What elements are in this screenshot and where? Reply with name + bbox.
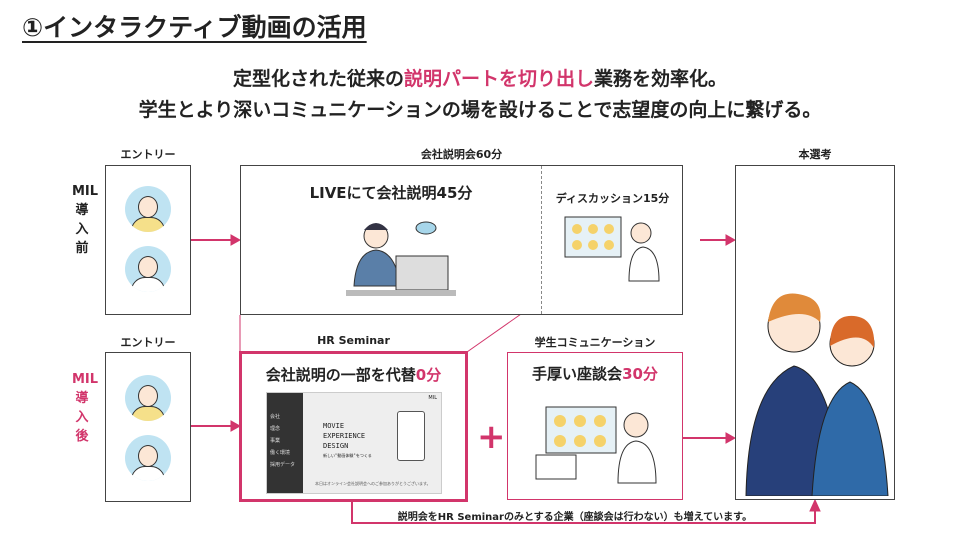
communication-box: 手厚い座談会30分 bbox=[507, 352, 683, 500]
hr-heading-highlight: 0分 bbox=[415, 366, 442, 384]
mockup-menu: 会社 理念 事業 働く環境 採用データ bbox=[267, 393, 303, 471]
mockup-menu-item: 会社 bbox=[270, 414, 281, 420]
entry-box-before bbox=[105, 165, 191, 315]
entry-box-after bbox=[105, 352, 191, 502]
entry-label: エントリー bbox=[120, 148, 176, 161]
comm-heading-highlight: 30分 bbox=[622, 365, 658, 383]
subtitle-line-1: 定型化された従来の説明パートを切り出し業務を効率化。 bbox=[0, 64, 960, 91]
hr-seminar-box: 会社説明の一部を代替0分 会社 理念 事業 働く環境 採用データ MIL MOV… bbox=[239, 351, 468, 502]
subtitle-text: 定型化された従来の bbox=[232, 68, 404, 90]
comm-heading: 手厚い座談会30分 bbox=[508, 363, 682, 384]
hr-heading: 会社説明の一部を代替0分 bbox=[242, 364, 465, 385]
mockup-menu-item: 採用データ bbox=[270, 462, 296, 468]
communication-label: 学生コミュニケーション bbox=[534, 336, 656, 349]
final-selection-label: 本選考 bbox=[798, 148, 832, 161]
student-avatar bbox=[125, 375, 171, 421]
slide-title: ①インタラクティブ動画の活用 bbox=[22, 13, 367, 42]
mockup-sidebar: 会社 理念 事業 働く環境 採用データ bbox=[267, 393, 303, 493]
phone-icon bbox=[397, 411, 425, 461]
session-label: 会社説明会60分 bbox=[420, 148, 503, 161]
mockup-footer: 本日はオンライン会社説明会へのご参加ありがとうございます。 bbox=[315, 481, 431, 486]
subtitle-line-2: 学生とより深いコミュニケーションの場を設けることで志望度の向上に繋げる。 bbox=[138, 99, 822, 121]
row-label-after: MIL導入後 bbox=[72, 372, 99, 444]
discussion-illustration bbox=[564, 216, 660, 282]
live-heading: LIVEにて会社説明45分 bbox=[309, 184, 473, 202]
plus-icon: + bbox=[477, 417, 506, 457]
headline-line: EXPERIENCE bbox=[323, 432, 366, 440]
hr-seminar-mockup: 会社 理念 事業 働く環境 採用データ MIL MOVIE EXPERIENCE… bbox=[266, 392, 442, 494]
mockup-brand: MIL bbox=[428, 395, 437, 401]
final-selection-box bbox=[735, 165, 895, 500]
headline-line: MOVIE bbox=[323, 422, 345, 430]
subtitle-highlight: 説明パートを切り出し bbox=[403, 68, 594, 90]
mockup-menu-item: 理念 bbox=[270, 426, 281, 432]
mockup-menu-item: 事業 bbox=[270, 438, 281, 444]
divider bbox=[541, 166, 542, 314]
mockup-tagline: 新しい"動画体験"をつくる bbox=[323, 453, 372, 458]
comm-heading-text: 手厚い座談会 bbox=[532, 365, 623, 383]
student-avatar bbox=[125, 435, 171, 481]
hr-seminar-label: HR Seminar bbox=[317, 334, 390, 347]
mockup-headline: MOVIE EXPERIENCE DESIGN 新しい"動画体験"をつくる bbox=[323, 421, 372, 461]
discussion-heading: ディスカッション15分 bbox=[555, 192, 670, 205]
student-avatar bbox=[125, 186, 171, 232]
mockup-menu-item: 働く環境 bbox=[270, 450, 291, 456]
note-text: 説明会をHR Seminarのみとする企業（座談会は行わない）も増えています。 bbox=[397, 512, 753, 523]
session-box: LIVEにて会社説明45分 ディスカッション15分 bbox=[240, 165, 683, 315]
row-label-before: MIL導入前 bbox=[72, 184, 99, 256]
headline-line: DESIGN bbox=[323, 442, 349, 450]
entry-label: エントリー bbox=[120, 336, 176, 349]
roundtable-illustration bbox=[535, 406, 657, 484]
subtitle-text: 業務を効率化。 bbox=[594, 68, 728, 90]
presenter-illustration bbox=[346, 221, 456, 296]
hr-heading-text: 会社説明の一部を代替 bbox=[265, 366, 416, 384]
student-avatar bbox=[125, 246, 171, 292]
candidates-illustration bbox=[745, 293, 889, 496]
